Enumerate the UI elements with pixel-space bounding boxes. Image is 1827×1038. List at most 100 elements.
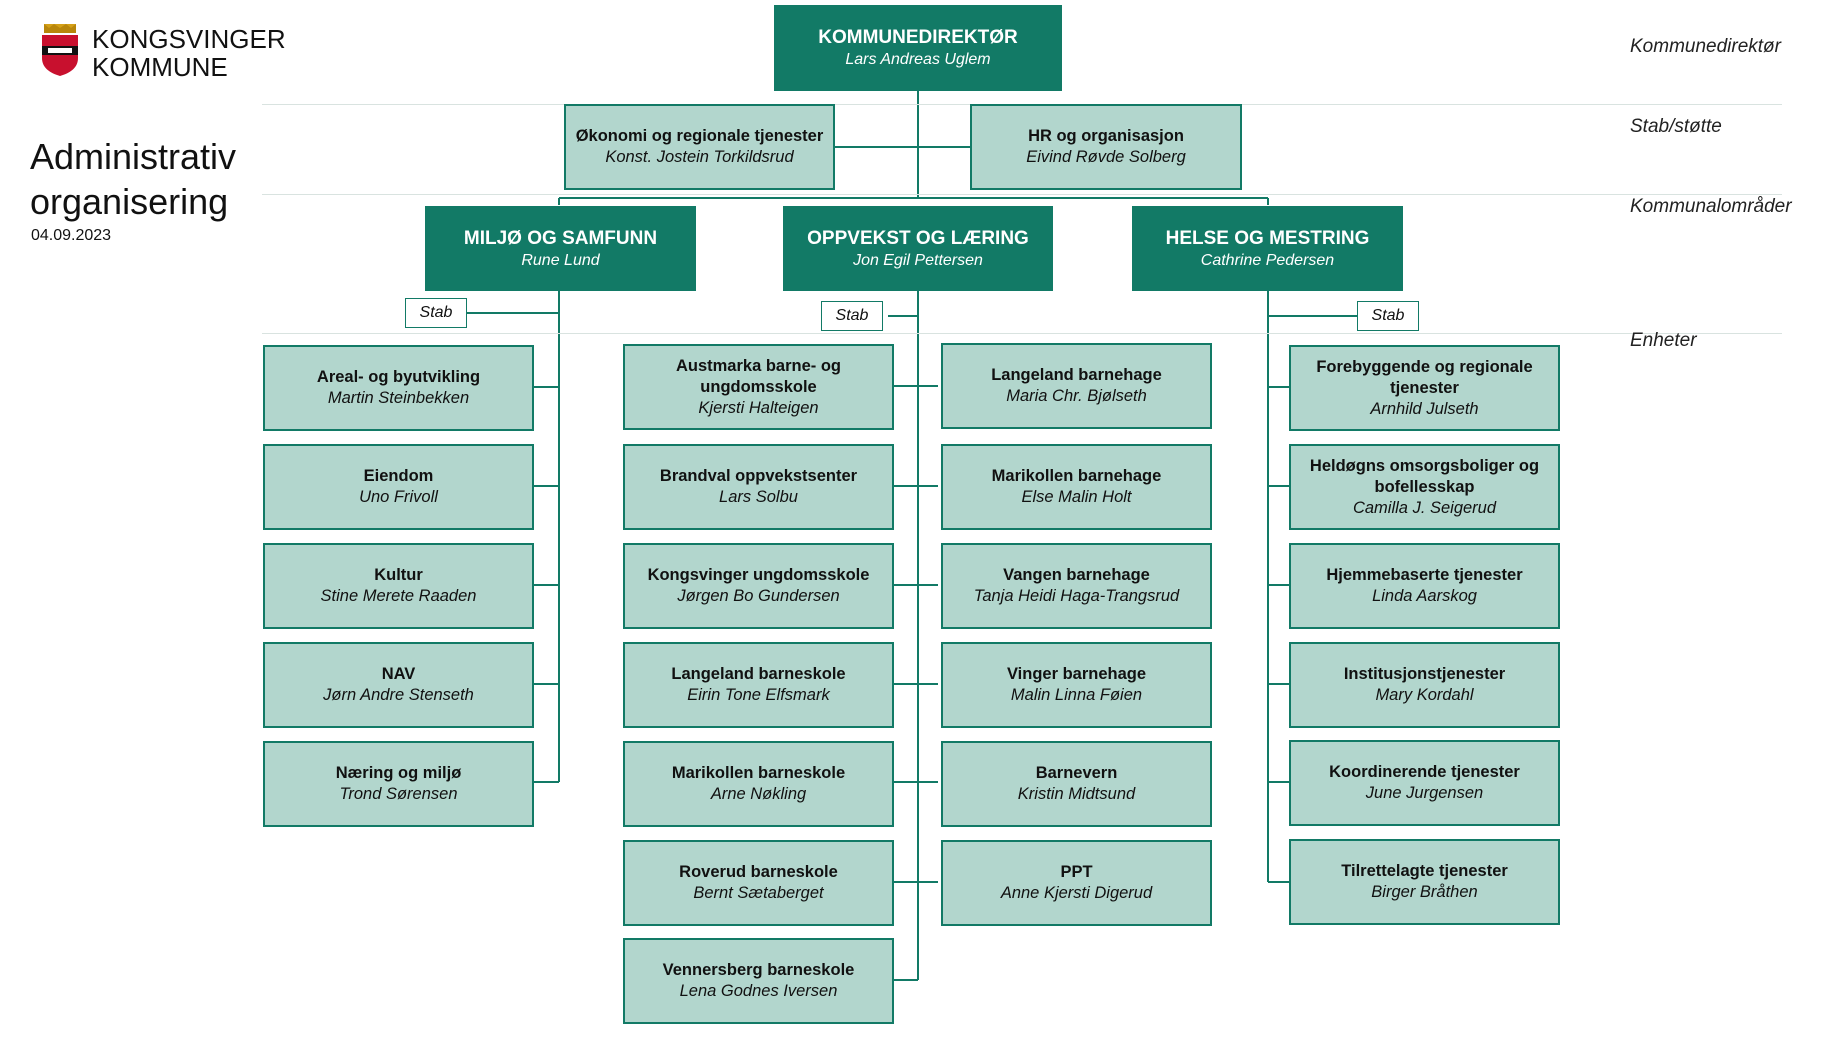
unit-box: Tilrettelagte tjenester Birger Bråthen [1289,839,1560,925]
unit-box: Institusjonstjenester Mary Kordahl [1289,642,1560,728]
unit-name: Else Malin Holt [1021,488,1132,506]
unit-box: Vinger barnehage Malin Linna Føien [941,642,1212,728]
unit-title: NAV [381,665,416,683]
unit-box: Marikollen barnehage Else Malin Holt [941,444,1212,530]
area-title: HELSE OG MESTRING [1165,227,1370,249]
unit-box: NAV Jørn Andre Stenseth [263,642,534,728]
unit-box: Barnevern Kristin Midtsund [941,741,1212,827]
unit-title: Barnevern [1035,764,1118,782]
org-name-line2: KOMMUNE [92,52,228,82]
area-box-miljo: MILJØ OG SAMFUNN Rune Lund [425,206,696,291]
unit-title: Heldøgns omsorgsboliger og bofellesskap [1309,456,1540,496]
unit-name: Kjersti Halteigen [698,398,819,417]
level-label-units: Enheter [1630,330,1697,351]
unit-name: Lars Solbu [719,488,798,506]
area-box-oppvekst: OPPVEKST OG LÆRING Jon Egil Pettersen [783,206,1053,291]
unit-title: PPT [1060,863,1093,881]
unit-title: Koordinerende tjenester [1329,763,1520,781]
unit-box: Langeland barneskole Eirin Tone Elfsmark [623,642,894,728]
unit-title: Kongsvinger ungdomsskole [647,566,870,584]
page-title-line2: organisering [30,181,229,222]
staff-box-hr: HR og organisasjon Eivind Røvde Solberg [970,104,1242,190]
page-title-line1: Administrativ [30,136,237,177]
area-name: Rune Lund [521,251,600,269]
unit-box: Hjemmebaserte tjenester Linda Aarskog [1289,543,1560,629]
unit-title: Areal- og byutvikling [316,368,481,386]
unit-name: Lena Godnes Iversen [679,982,838,1000]
unit-box: Marikollen barneskole Arne Nøkling [623,741,894,827]
unit-name: Birger Bråthen [1371,883,1478,901]
unit-title: Forebyggende og regionale tjenester [1316,357,1533,397]
unit-box: PPT Anne Kjersti Digerud [941,840,1212,926]
unit-box: Eiendom Uno Frivoll [263,444,534,530]
unit-name: Martin Steinbekken [327,389,470,407]
unit-title: Institusjonstjenester [1343,665,1506,683]
unit-title: Vennersberg barneskole [662,961,855,979]
unit-name: Mary Kordahl [1375,686,1474,704]
unit-box: Næring og miljø Trond Sørensen [263,741,534,827]
unit-name: Malin Linna Føien [1010,686,1143,704]
unit-name: Tanja Heidi Haga-Trangsrud [973,587,1180,605]
level-separator [262,333,1782,334]
stab-label-oppvekst: Stab [821,301,883,331]
director-box: KOMMUNEDIREKTØR Lars Andreas Uglem [774,5,1062,91]
unit-title: Langeland barneskole [671,665,846,683]
unit-name: Jørgen Bo Gundersen [677,587,840,605]
area-name: Jon Egil Pettersen [853,251,983,269]
unit-title: Hjemmebaserte tjenester [1326,566,1523,584]
unit-box: Roverud barneskole Bernt Sætaberget [623,840,894,926]
unit-title: Næring og miljø [335,764,462,782]
staff-name: Konst. Jostein Torkildsrud [605,148,794,166]
unit-name: Anne Kjersti Digerud [1000,884,1153,902]
director-title: KOMMUNEDIREKTØR [818,27,1018,48]
unit-box: Kultur Stine Merete Raaden [263,543,534,629]
unit-name: Trond Sørensen [339,785,458,803]
page-date: 04.09.2023 [31,227,112,244]
unit-box: Vennersberg barneskole Lena Godnes Ivers… [623,938,894,1024]
unit-box: Koordinerende tjenester June Jurgensen [1289,740,1560,826]
staff-title: HR og organisasjon [1028,127,1184,145]
unit-name: Arne Nøkling [710,785,807,803]
unit-box: Forebyggende og regionale tjenester Arnh… [1289,345,1560,431]
stab-label-helse: Stab [1357,301,1419,331]
unit-box: Areal- og byutvikling Martin Steinbekken [263,345,534,431]
unit-name: Bernt Sætaberget [693,884,824,902]
staff-title: Økonomi og regionale tjenester [575,127,824,145]
unit-name: Arnhild Julseth [1370,399,1479,418]
area-title: MILJØ OG SAMFUNN [463,227,658,249]
level-label-director: Kommunedirektør [1630,36,1781,57]
unit-box: Heldøgns omsorgsboliger og bofellesskap … [1289,444,1560,530]
unit-name: June Jurgensen [1365,784,1484,802]
level-label-areas: Kommunalområder [1630,196,1792,217]
unit-title: Eiendom [363,467,434,485]
unit-name: Stine Merete Raaden [320,587,477,605]
staff-box-economy: Økonomi og regionale tjenester Konst. Jo… [564,104,835,190]
level-label-staff: Stab/støtte [1630,116,1722,137]
unit-title: Austmarka barne- og ungdomsskole [675,356,842,396]
area-name: Cathrine Pedersen [1200,251,1335,269]
unit-name: Kristin Midtsund [1017,785,1136,803]
org-name-line1: KONGSVINGER [92,24,286,54]
unit-title: Vangen barnehage [1003,566,1150,584]
unit-name: Eirin Tone Elfsmark [687,686,830,704]
unit-box: Vangen barnehage Tanja Heidi Haga-Trangs… [941,543,1212,629]
unit-name: Uno Frivoll [359,488,438,506]
unit-name: Maria Chr. Bjølseth [1006,387,1147,405]
director-name: Lars Andreas Uglem [845,51,991,68]
unit-box: Kongsvinger ungdomsskole Jørgen Bo Gunde… [623,543,894,629]
level-separator [262,194,1782,195]
unit-title: Marikollen barneskole [671,764,846,782]
unit-title: Tilrettelagte tjenester [1341,862,1508,880]
unit-title: Roverud barneskole [679,863,838,881]
unit-box: Langeland barnehage Maria Chr. Bjølseth [941,343,1212,429]
unit-box: Austmarka barne- og ungdomsskole Kjersti… [623,344,894,430]
area-box-helse: HELSE OG MESTRING Cathrine Pedersen [1132,206,1403,291]
unit-box: Brandval oppvekstsenter Lars Solbu [623,444,894,530]
unit-title: Kultur [374,566,423,584]
unit-name: Linda Aarskog [1372,587,1477,605]
unit-title: Langeland barnehage [991,366,1162,384]
unit-title: Marikollen barnehage [991,467,1162,485]
unit-title: Brandval oppvekstsenter [659,467,858,485]
unit-name: Camilla J. Seigerud [1352,498,1497,517]
